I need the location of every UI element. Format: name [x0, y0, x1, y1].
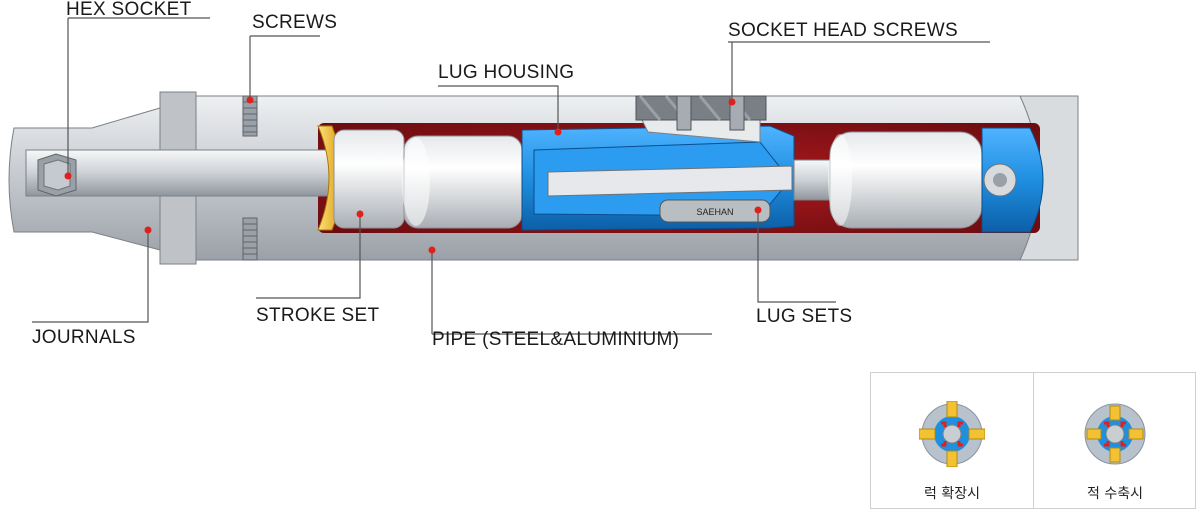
stroke-set [317, 125, 523, 231]
label-hex-socket: HEX SOCKET [66, 0, 192, 20]
leader-lug-housing [438, 85, 559, 132]
label-pipe: PIPE (STEEL&ALUMINIUM) [432, 329, 680, 350]
screw-bottom [242, 217, 258, 261]
end-bearing [981, 127, 1044, 233]
label-lug-housing: LUG HOUSING [438, 62, 575, 83]
legend-retracted: 적 수축시 [1034, 373, 1196, 508]
marker-socket-head-screws [728, 98, 736, 106]
label-socket-head-screws: SOCKET HEAD SCREWS [728, 20, 958, 41]
marker-stroke-set [356, 210, 364, 218]
label-screws: SCREWS [252, 12, 338, 33]
legend-expanded-caption: 럭 확장시 [924, 486, 980, 502]
leader-lines [32, 17, 990, 335]
leader-stroke-set [256, 214, 361, 299]
marker-screws [246, 96, 254, 104]
leader-lug-sets [757, 210, 836, 303]
lug-housing: SAEHAN [521, 115, 795, 231]
hex-socket [37, 153, 77, 197]
marker-lug-sets [754, 206, 762, 214]
label-stroke-set: STROKE SET [256, 305, 380, 326]
lug-plate-text: SAEHAN [696, 207, 733, 217]
leader-journals [32, 230, 149, 323]
marker-lug-housing [554, 128, 562, 136]
legend-expanded: 럭 확장시 [871, 373, 1034, 508]
lug-retracted-icon [1084, 403, 1146, 465]
marker-pipe [428, 246, 436, 254]
legend-retracted-caption: 적 수축시 [1087, 486, 1143, 502]
right-cylinder [793, 131, 983, 229]
markers [64, 96, 762, 254]
lug-expanded-icon [919, 401, 985, 467]
marker-hex-socket [64, 172, 72, 180]
label-lug-sets: LUG SETS [756, 306, 853, 327]
lug-state-legend: 럭 확장시 적 수축시 [870, 372, 1196, 509]
socket-head-screws [635, 95, 767, 131]
drive-rod [25, 149, 333, 197]
marker-journals [144, 226, 152, 234]
label-journals: JOURNALS [32, 327, 136, 348]
